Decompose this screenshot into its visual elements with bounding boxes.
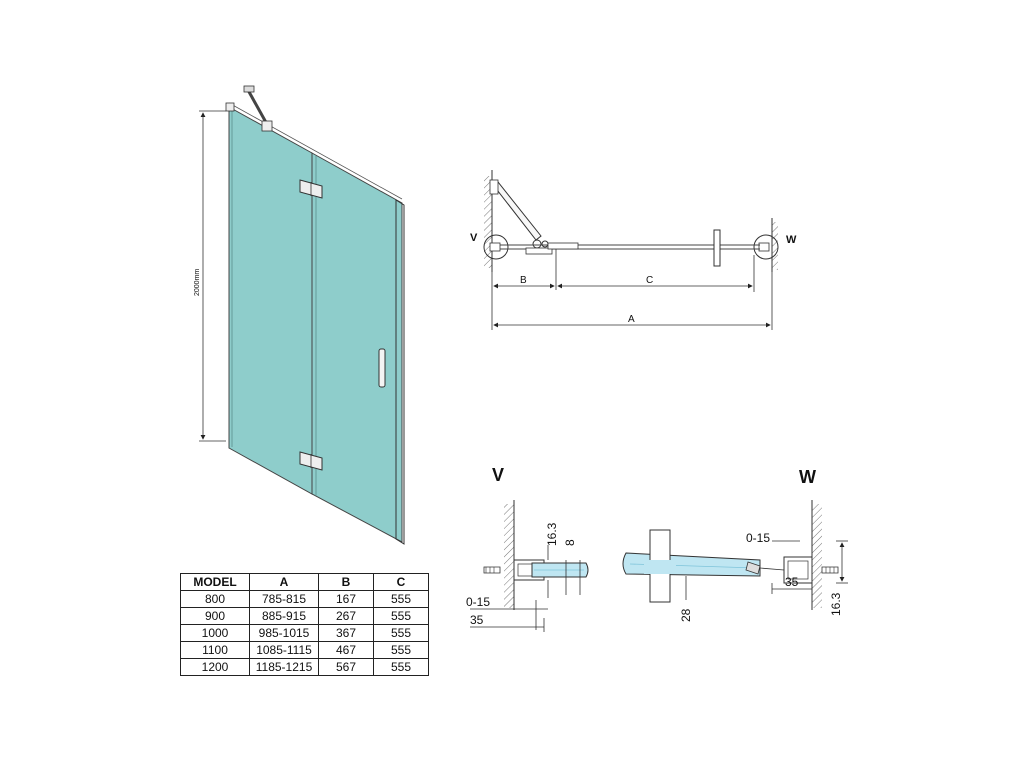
front-view: 2000mm [194, 85, 405, 545]
dimension-c-label: C [646, 275, 653, 286]
header-c: C [373, 573, 429, 591]
dimension-b-label: B [520, 275, 527, 286]
cell-a: 1085-1115 [249, 641, 319, 659]
detail-w-dim-16-3: 16.3 [829, 592, 843, 616]
cell-c: 555 [373, 590, 429, 608]
model-spec-table: MODEL A B C 800 785-815 167 555 900 885-… [180, 573, 429, 676]
table-row: 900 885-915 267 555 [180, 607, 429, 625]
cell-c: 555 [373, 624, 429, 642]
dimension-a-label: A [628, 314, 635, 325]
handle-plan [713, 229, 721, 267]
table-row: 800 785-815 167 555 [180, 590, 429, 608]
detail-w-circle [753, 234, 779, 260]
detail-w-dim-0-15: 0-15 [746, 531, 770, 545]
stabilizer-arm-plan [493, 181, 542, 241]
table-header-row: MODEL A B C [180, 573, 429, 591]
detail-v-circle [483, 234, 509, 260]
height-label: 2000mm [194, 269, 201, 296]
stabilizer-bar [246, 89, 270, 127]
cell-model: 1100 [180, 641, 250, 659]
door-handle [378, 348, 386, 388]
cell-c: 555 [373, 658, 429, 676]
detail-w-dim-28: 28 [679, 608, 693, 622]
detail-v-dim-0-15: 0-15 [466, 595, 490, 609]
table-row: 1000 985-1015 367 555 [180, 624, 429, 642]
top-view: V W B C A [470, 170, 797, 330]
table-row: 1100 1085-1115 467 555 [180, 641, 429, 659]
cell-b: 567 [318, 658, 374, 676]
cell-a: 785-815 [249, 590, 319, 608]
top-view-label-v: V [470, 232, 478, 244]
detail-w-title: W [799, 467, 816, 487]
cell-b: 467 [318, 641, 374, 659]
header-b: B [318, 573, 374, 591]
detail-w-wall [812, 504, 822, 608]
cell-a: 1185-1215 [249, 658, 319, 676]
cell-b: 267 [318, 607, 374, 625]
detail-w: W 0-15 35 16.3 28 [622, 467, 848, 622]
door-glass-panel [311, 152, 403, 543]
cell-c: 555 [373, 607, 429, 625]
cell-a: 885-915 [249, 607, 319, 625]
header-model: MODEL [180, 573, 250, 591]
cell-model: 1000 [180, 624, 250, 642]
cell-model: 900 [180, 607, 250, 625]
stabilizer-bracket [261, 120, 273, 132]
table-row: 1200 1185-1215 567 555 [180, 658, 429, 676]
cell-b: 367 [318, 624, 374, 642]
detail-v-dim-35: 35 [470, 613, 484, 627]
header-a: A [249, 573, 319, 591]
right-wall-hatch [772, 222, 778, 270]
cell-c: 555 [373, 641, 429, 659]
cell-a: 985-1015 [249, 624, 319, 642]
detail-v-dim-16-3: 16.3 [545, 522, 559, 546]
top-view-label-w: W [786, 234, 797, 246]
wall-profile [395, 199, 405, 545]
fixed-glass-panel [228, 106, 313, 495]
detail-v-dim-8: 8 [563, 539, 577, 546]
detail-w-dim-35: 35 [785, 575, 799, 589]
left-wall-hatch [484, 176, 492, 268]
detail-v-wall [504, 504, 514, 608]
cell-model: 800 [180, 590, 250, 608]
cell-model: 1200 [180, 658, 250, 676]
detail-v: V 16.3 8 0-15 35 [466, 465, 589, 632]
cell-b: 167 [318, 590, 374, 608]
detail-v-title: V [492, 465, 504, 485]
